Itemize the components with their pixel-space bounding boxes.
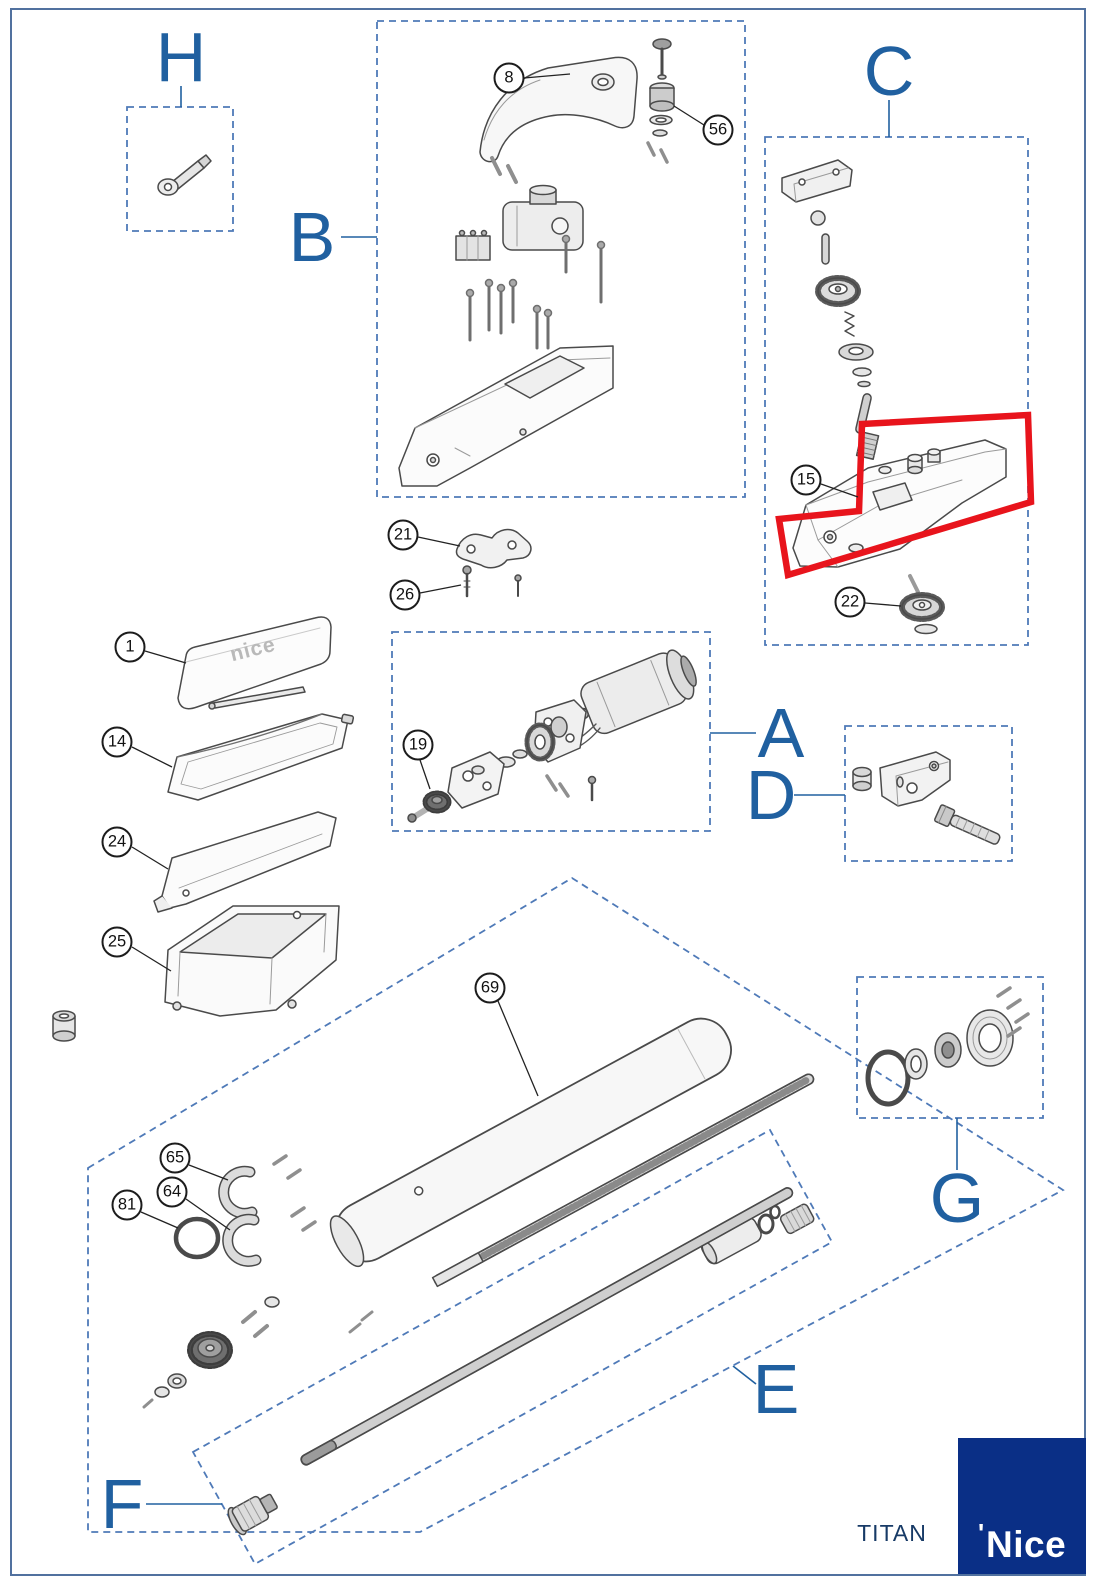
callout-leader-lines — [131, 73, 902, 1231]
part-callout-8: 8 — [493, 62, 525, 94]
part-a-gear-cluster — [496, 699, 597, 802]
part-d-bolt — [934, 804, 1001, 845]
section-c-box — [764, 136, 1029, 646]
section-label-g: G — [929, 1159, 985, 1237]
part-callout-64: 64 — [156, 1176, 188, 1208]
part-26-screw — [462, 565, 472, 598]
product-title: TITAN — [857, 1520, 927, 1546]
part-c-crown-gear — [815, 275, 861, 307]
part-c-washer-large — [838, 343, 874, 361]
section-a-box — [391, 631, 711, 832]
part-g-screws — [996, 986, 1030, 1038]
section-label-h: H — [155, 18, 207, 96]
part-81-o-ring — [173, 1216, 221, 1260]
part-e-ring-1 — [757, 1213, 775, 1235]
part-c-ball — [810, 210, 826, 226]
section-label-f: F — [100, 1465, 144, 1543]
part-c-pin — [821, 233, 830, 265]
part-c-washer-small-1 — [852, 367, 872, 377]
part-1-cover — [177, 616, 332, 710]
part-callout-22: 22 — [834, 586, 866, 618]
part-a-plate — [447, 751, 505, 809]
part-c-washer-below — [914, 623, 938, 635]
part-15-highlight — [775, 411, 1035, 580]
part-19-pinion — [407, 790, 452, 823]
part-e-screw-rod — [431, 1073, 815, 1288]
section-label-a: A — [757, 694, 805, 772]
part-e-clamp-screws — [272, 1154, 374, 1334]
part-f-end-cap — [227, 1493, 278, 1536]
brand-logo-text: Nice — [986, 1524, 1067, 1565]
part-callout-65: 65 — [159, 1142, 191, 1174]
part-b-terminal-block — [455, 229, 491, 261]
part-24-plate — [153, 811, 337, 913]
part-21-bracket — [455, 528, 532, 569]
brand-logo-accent-mark: ' — [978, 1518, 985, 1548]
brand-logo: ' Nice — [958, 1438, 1086, 1574]
part-b-screws — [465, 234, 606, 350]
part-15-boss-1 — [907, 453, 923, 475]
part-g-bearing-set — [865, 986, 1030, 1107]
part-f-inner-rod — [300, 1187, 794, 1466]
part-left-strip — [208, 686, 306, 710]
part-callout-81: 81 — [111, 1189, 143, 1221]
part-15-boss-2 — [927, 448, 941, 463]
part-d-bracket — [879, 751, 951, 807]
part-c-top-bracket — [781, 159, 853, 203]
part-c-washer-small-2 — [857, 380, 871, 388]
part-c-pin-2 — [908, 574, 920, 594]
part-b-pins — [490, 156, 518, 184]
part-callout-26: 26 — [389, 579, 421, 611]
parts-artwork — [52, 38, 1035, 1536]
section-b-box — [376, 20, 746, 498]
section-label-c: C — [863, 32, 915, 110]
part-14-plate — [167, 713, 355, 801]
part-callout-21: 21 — [387, 519, 419, 551]
part-22-gear — [899, 592, 945, 622]
part-callout-15: 15 — [790, 464, 822, 496]
part-e-gear-cluster — [142, 1296, 280, 1409]
part-b-motor-block — [502, 184, 584, 251]
part-15-housing — [792, 439, 1007, 568]
part-c-spring — [844, 311, 855, 337]
part-d-grommet — [852, 766, 872, 792]
part-a-motor — [538, 649, 697, 735]
part-56-button-stack — [646, 38, 675, 164]
section-label-b: B — [288, 198, 336, 276]
part-callout-24: 24 — [101, 826, 133, 858]
part-65-clamp — [218, 1165, 258, 1219]
section-d-box — [844, 725, 1013, 862]
part-64-clamp — [222, 1213, 262, 1267]
part-callout-19: 19 — [402, 729, 434, 761]
part-left-grommet — [52, 1010, 76, 1042]
section-leader-lines — [146, 86, 958, 1505]
section-e-box — [87, 876, 1065, 1533]
part-e-coupler — [779, 1203, 815, 1235]
part-25-box — [164, 905, 340, 1017]
part-small-screw — [514, 574, 522, 597]
part-b-base-plate — [398, 345, 614, 487]
section-label-d: D — [745, 756, 797, 834]
part-callout-25: 25 — [101, 926, 133, 958]
part-callout-14: 14 — [101, 726, 133, 758]
section-label-e: E — [752, 1350, 800, 1428]
part-69-tube — [329, 1017, 732, 1268]
part-callout-69: 69 — [474, 972, 506, 1004]
part-callout-1: 1 — [114, 631, 146, 663]
part-callout-56: 56 — [702, 114, 734, 146]
section-h-box — [126, 106, 234, 232]
part-h-pin — [157, 154, 212, 196]
